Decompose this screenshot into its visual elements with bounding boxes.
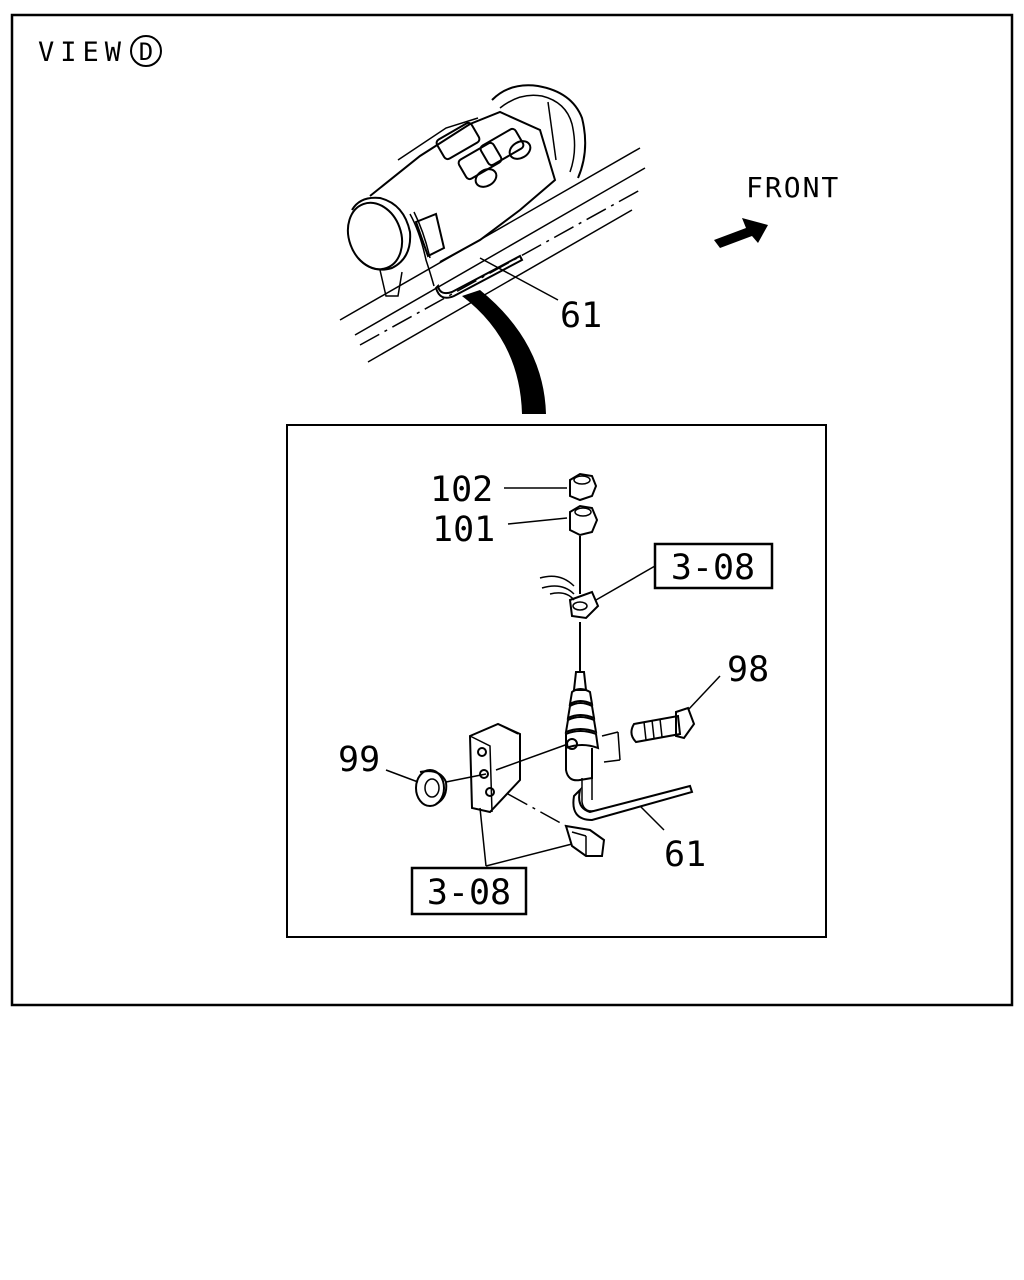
callout-line-ref-bottom-b — [485, 843, 573, 867]
callout-101: 101 — [432, 510, 495, 550]
view-id: D — [139, 38, 153, 66]
nut-to-bracket-line — [445, 773, 487, 783]
front-label: FRONT — [746, 171, 840, 204]
detail-inset-frame — [286, 424, 827, 938]
callout-lower-61: 61 — [664, 835, 706, 875]
ref-box-top — [653, 542, 774, 590]
callout-99: 99 — [338, 740, 380, 780]
speed-sensor — [564, 622, 600, 812]
bolt-98 — [630, 706, 696, 744]
detail-leader — [462, 290, 546, 414]
callout-line-ref-top — [595, 565, 656, 601]
cable-clamp — [539, 575, 600, 620]
sensor-ref-line-c — [603, 759, 621, 763]
callout-upper-61: 61 — [560, 296, 602, 336]
bolt-axis-line — [507, 793, 567, 827]
engine-assembly-illustration — [339, 84, 646, 363]
front-arrow-icon — [714, 218, 768, 248]
view-label: VIEW — [38, 37, 127, 68]
ref-box-bottom — [410, 866, 528, 916]
callout-98: 98 — [727, 650, 769, 690]
callout-line-upper-61 — [479, 257, 559, 301]
sensor-ref-line-a — [601, 731, 619, 737]
bracket-to-sensor-line — [495, 743, 569, 771]
nut-101 — [569, 504, 599, 537]
callout-line-ref-bottom-a — [479, 807, 487, 867]
callout-102: 102 — [430, 470, 493, 510]
callout-line-101 — [507, 517, 568, 525]
callout-line-98 — [687, 675, 721, 711]
callout-line-99 — [385, 769, 419, 783]
callout-line-lower-61 — [639, 805, 665, 831]
ref-top: 3-08 — [671, 548, 755, 588]
cable-harness-61 — [572, 784, 694, 822]
nut-102 — [569, 472, 598, 502]
flange-nut-99 — [415, 769, 448, 807]
ref-bottom: 3-08 — [427, 873, 511, 913]
outer-frame — [10, 13, 1014, 1007]
mounting-bracket — [468, 722, 521, 814]
sensor-ref-line-b — [617, 731, 621, 761]
bracket-bolt — [564, 824, 606, 857]
view-id-circle — [130, 35, 162, 67]
